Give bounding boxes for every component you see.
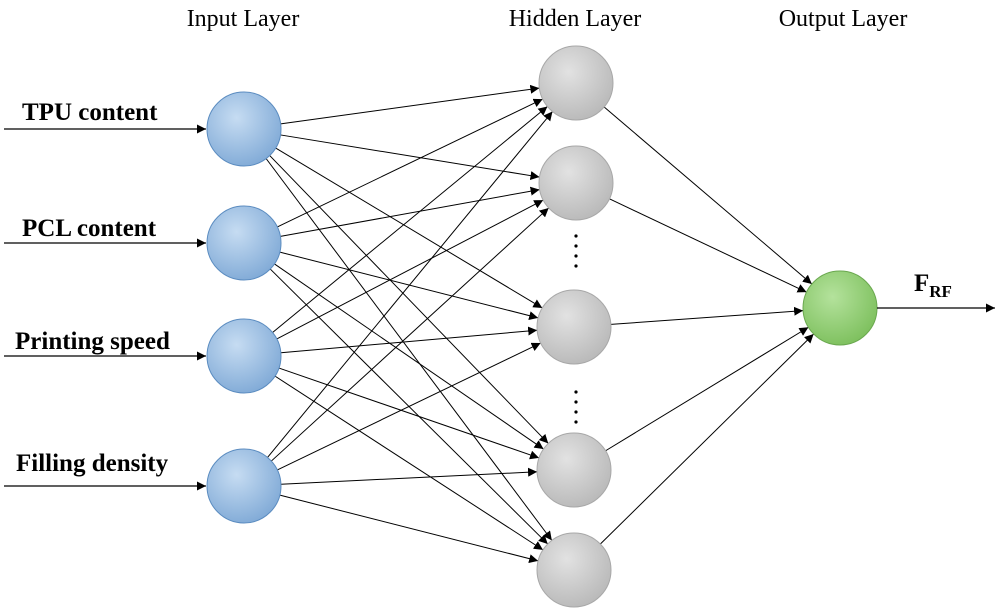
hidden-node-5	[536, 532, 612, 608]
hidden-ellipsis-lower	[574, 390, 578, 424]
edge-input-3-hidden-4	[278, 367, 540, 460]
edge-input-3-hidden-5	[274, 375, 544, 551]
input-node-filling-density	[206, 448, 282, 524]
hidden-node-4	[536, 432, 612, 508]
edge-input-3-hidden-3	[280, 326, 538, 354]
edge-input-2-hidden-4	[274, 263, 544, 450]
connection-edges	[265, 84, 814, 564]
hidden-layer-title: Hidden Layer	[509, 6, 642, 32]
input-node-printing-speed	[206, 318, 282, 394]
input-label-filling-density: Filling density	[16, 450, 169, 477]
edge-hidden-3-output	[610, 306, 804, 325]
edge-input-1-hidden-5	[265, 158, 553, 541]
edge-input-4-hidden-3	[277, 342, 541, 471]
edge-hidden-4-output	[605, 326, 809, 452]
input-node-pcl	[206, 205, 282, 281]
edge-input-3-hidden-1	[272, 106, 548, 333]
edge-input-1-hidden-2	[280, 134, 540, 181]
output-label-main: F	[914, 270, 929, 297]
edge-input-4-hidden-1	[267, 111, 553, 458]
output-node	[802, 270, 878, 346]
hidden-ellipsis-upper	[574, 234, 578, 268]
edge-input-1-hidden-4	[269, 155, 549, 444]
input-node-tpu	[206, 91, 282, 167]
edge-hidden-5-output	[600, 333, 814, 545]
edge-input-3-hidden-2	[276, 199, 544, 340]
edge-input-4-hidden-5	[279, 494, 539, 564]
input-label-printing-speed: Printing speed	[15, 328, 170, 355]
output-layer-title: Output Layer	[779, 6, 908, 32]
hidden-node-3	[536, 289, 612, 365]
hidden-node-2	[538, 145, 614, 221]
output-label-subscript: RF	[929, 282, 952, 301]
edge-input-1-hidden-3	[275, 147, 543, 309]
output-label: FRF	[914, 270, 952, 301]
edge-hidden-2-output	[609, 198, 807, 293]
edge-input-2-hidden-2	[280, 186, 540, 237]
hidden-layer	[536, 45, 614, 608]
edge-input-2-hidden-1	[277, 98, 543, 228]
edge-input-4-hidden-4	[280, 467, 538, 485]
input-label-tpu-content: TPU content	[22, 99, 158, 126]
output-layer: FRF	[802, 270, 995, 346]
edge-input-1-hidden-1	[280, 84, 540, 125]
input-layer-title: Input Layer	[187, 6, 300, 32]
edge-hidden-1-output	[603, 106, 813, 285]
input-label-pcl-content: PCL content	[22, 215, 157, 242]
edge-input-4-hidden-2	[270, 207, 550, 462]
input-layer: TPU content PCL content Printing speed F…	[4, 91, 282, 524]
hidden-node-1	[538, 45, 614, 121]
